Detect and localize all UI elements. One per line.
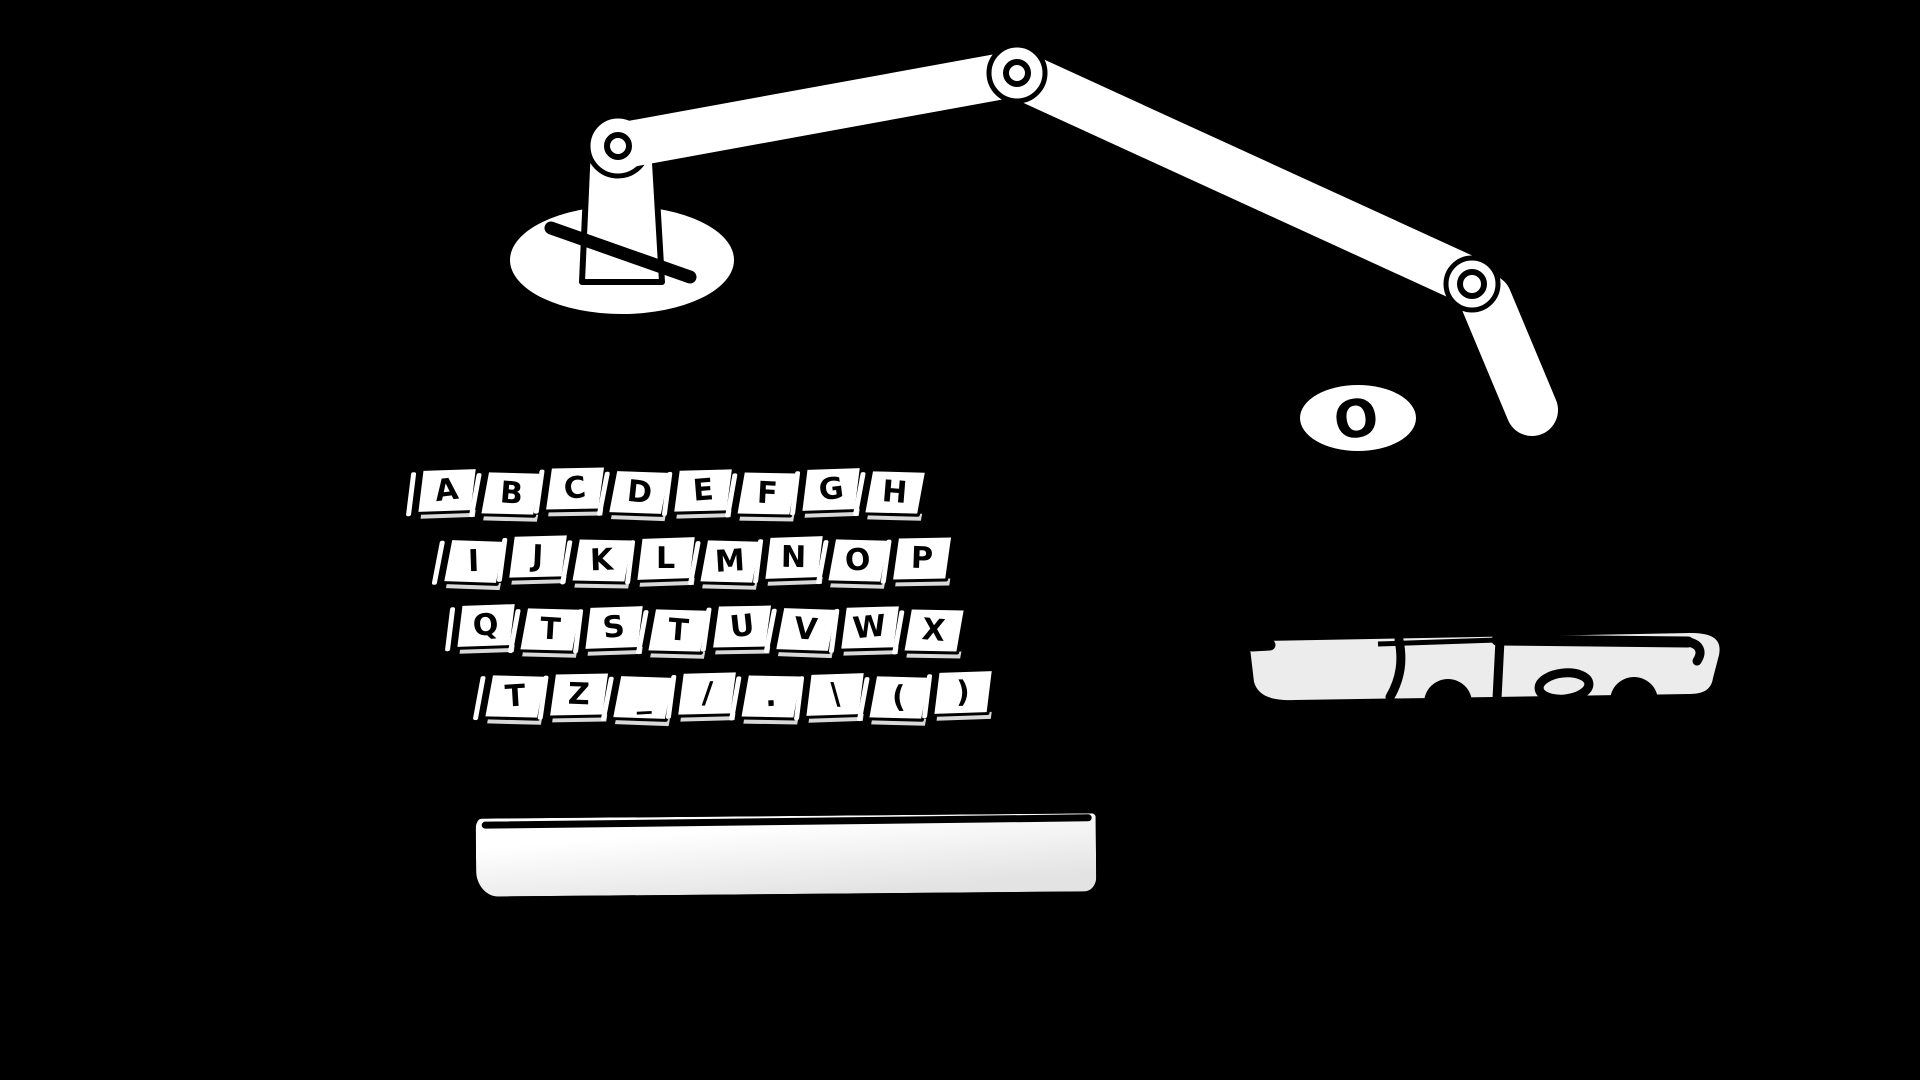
key-paren-right[interactable]: )	[921, 668, 996, 723]
bubble-letter: O	[1330, 387, 1382, 453]
key-cap: )	[931, 668, 996, 717]
key-label: T	[538, 610, 562, 648]
key-label: J	[531, 538, 545, 574]
key-label: G	[816, 470, 846, 508]
key-label: W	[851, 608, 889, 646]
key-h[interactable]: H	[852, 468, 929, 523]
key-label: (	[891, 679, 907, 715]
key-label: .	[764, 678, 778, 714]
wrist-pivot-icon	[1457, 269, 1487, 299]
key-label: I	[467, 543, 481, 579]
key-label: /	[701, 675, 714, 711]
key-x[interactable]: X	[891, 606, 968, 661]
paper-strip-surface	[1250, 633, 1720, 701]
key-label: T	[503, 677, 527, 715]
elbow-pivot-icon	[1003, 59, 1031, 87]
key-label: Q	[471, 606, 501, 644]
key-label: N	[781, 539, 807, 575]
key-label: V	[793, 610, 820, 648]
stroke-left-cap	[1246, 639, 1276, 652]
stroke-loop	[1534, 668, 1594, 704]
key-label: _	[634, 679, 652, 715]
shoulder-pivot-icon	[604, 132, 632, 160]
key-cap: X	[901, 606, 968, 655]
stroke-vertical	[1492, 635, 1505, 704]
stroke-curve	[1385, 635, 1406, 702]
pen-effector	[1460, 274, 1558, 436]
key-label: E	[691, 471, 715, 509]
key-label: S	[601, 608, 627, 646]
stroke-hook	[1683, 637, 1705, 666]
key-label: A	[433, 471, 461, 509]
key-label: Z	[567, 676, 591, 712]
stroke-thick-line	[1491, 634, 1694, 648]
key-label: C	[562, 469, 588, 507]
key-label: M	[714, 542, 746, 580]
key-label: K	[589, 542, 615, 578]
key-label: X	[921, 611, 948, 649]
strip-notch	[1610, 677, 1658, 725]
key-label: O	[844, 541, 872, 579]
letter-bubble	[1300, 385, 1416, 451]
key-label: U	[728, 607, 757, 645]
spacebar-top-edge	[481, 814, 1092, 829]
clamp-bar	[544, 221, 697, 284]
key-cap: H	[861, 468, 929, 517]
key-label: H	[881, 473, 909, 511]
key-p[interactable]: P	[880, 534, 955, 589]
key-label: \	[828, 676, 842, 712]
key-cap: J	[505, 532, 571, 581]
forearm	[994, 50, 1492, 304]
key-label: D	[624, 473, 654, 511]
key-label: L	[656, 540, 676, 576]
upper-arm	[607, 51, 1037, 167]
key-label: B	[498, 474, 524, 512]
strip-notch	[1424, 679, 1472, 727]
key-label: P	[910, 540, 934, 576]
key-cap: P	[889, 534, 955, 583]
key-label: T	[666, 611, 690, 649]
spacebar-key[interactable]	[471, 809, 1101, 901]
key-label: F	[755, 474, 779, 512]
key-label: )	[956, 674, 970, 710]
paper-strip	[1246, 633, 1720, 727]
